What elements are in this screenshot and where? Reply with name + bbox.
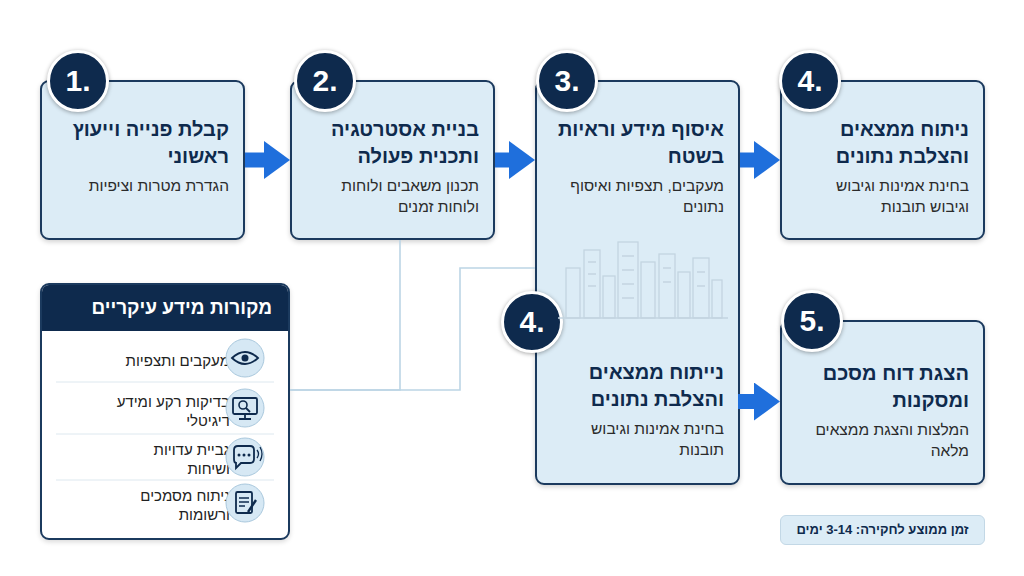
eye-pupil xyxy=(242,355,249,362)
building xyxy=(618,242,638,318)
source-item: גביית עדויות ושיחות xyxy=(112,440,230,478)
step-description: הגדרת מטרות וציפיות xyxy=(58,175,229,196)
step-description: תכנון משאבים ולוחות ולוחות זמנים xyxy=(308,175,479,217)
eye-icon xyxy=(226,339,264,377)
flow-arrow xyxy=(495,153,513,168)
building xyxy=(566,268,580,318)
speech-dot xyxy=(248,454,251,457)
process-box: 4.ניתוח ממצאים והצלבת נתוניםבחינת אמינות… xyxy=(780,80,985,240)
step-title: קבלת פנייה וייעוץ ראשוני xyxy=(58,116,229,170)
process-box: 3.איסוף מידע וראיות בשטחמעקבים, תצפיות ו… xyxy=(535,80,740,485)
speech-bubble xyxy=(234,446,254,468)
building xyxy=(693,258,709,318)
step-title: איסוף מידע וראיות בשטח xyxy=(553,116,724,170)
step-number: 4. xyxy=(501,291,563,353)
monitor-stand xyxy=(239,414,251,419)
eye-shape xyxy=(232,352,258,364)
building xyxy=(678,272,690,318)
flow-arrow xyxy=(740,153,758,168)
building xyxy=(641,262,655,318)
process-box: 5.הצגת דוח מסכם ומסקנותהמלצות והצגת ממצא… xyxy=(780,320,985,485)
sources-box: מקורות מידע עיקריים מעקבים ותצפיות בדיקות … xyxy=(40,283,290,540)
speech-dot xyxy=(243,454,246,457)
step-title: הצגת דוח מסכם ומסקנות xyxy=(798,360,969,414)
monitor-screen xyxy=(233,398,257,414)
duration-note: זמן ממוצע לחקירה: 3-14 ימים xyxy=(780,515,985,545)
flow-arrow xyxy=(738,394,758,409)
document-lines xyxy=(239,498,249,506)
building xyxy=(584,250,600,318)
step-description: בחינת אמינות וגיבוש וגיבוש תובנות xyxy=(798,175,969,217)
source-link xyxy=(290,240,400,390)
magnifier-handle xyxy=(246,408,250,412)
document-icon xyxy=(226,484,264,522)
icon-circle xyxy=(226,484,264,522)
source-item: ניתוח מסמכים ורשומות xyxy=(112,486,230,524)
speech-dot xyxy=(238,454,241,457)
list-dividers xyxy=(56,382,274,480)
building xyxy=(603,276,615,318)
step-description: המלצות והצגת ממצאים מלאה xyxy=(798,419,969,461)
step-description: בחינת אמינות וגיבוש תובנות xyxy=(553,418,724,460)
icon-circle xyxy=(226,438,264,476)
step-title: ניתוח ממצאים והצלבת נתונים xyxy=(798,116,969,170)
step-number: 3. xyxy=(536,50,598,112)
city-skyline xyxy=(558,242,728,318)
building xyxy=(712,280,722,318)
step-description: מעקבים, תצפיות ואיסוף נתונים xyxy=(553,175,724,217)
process-box: 1.קבלת פנייה וייעוץ ראשוניהגדרת מטרות וצ… xyxy=(40,80,245,240)
process-box: 2.בניית אסטרטגיה ותכנית פעולהתכנון משאבי… xyxy=(290,80,495,240)
flow-arrow xyxy=(245,153,268,168)
document-sheet xyxy=(236,492,252,513)
ground-line xyxy=(558,317,728,318)
step-number: 5. xyxy=(781,290,843,352)
pen xyxy=(248,500,256,512)
step-title: בניית אסטרטגיה ותכנית פעולה xyxy=(308,116,479,170)
icon-circle xyxy=(226,339,264,377)
monitor-icon xyxy=(226,389,264,427)
building xyxy=(659,254,675,318)
source-link xyxy=(290,268,535,390)
building-windows xyxy=(588,256,705,298)
step-number: 2. xyxy=(294,50,356,112)
step-title: נייתוח ממצאים והצלבת נתונים xyxy=(553,359,724,413)
sources-heading: מקורות מידע עיקריים xyxy=(42,285,288,331)
speech-icon xyxy=(226,438,264,476)
source-item: בדיקות רקע ומידע דיגיטלי xyxy=(112,392,230,430)
magnifier xyxy=(239,401,247,409)
step-number: 4. xyxy=(779,50,841,112)
divider xyxy=(56,382,274,383)
divider xyxy=(56,480,274,481)
icon-circle xyxy=(226,389,264,427)
step-number: 1. xyxy=(47,50,109,112)
source-item: מעקבים ותצפיות xyxy=(112,351,230,370)
duration-text: זמן ממוצע לחקירה: 3-14 ימים xyxy=(781,516,984,544)
process-section: 4.נייתוח ממצאים והצלבת נתוניםבחינת אמינו… xyxy=(537,305,738,483)
divider xyxy=(56,434,274,435)
sound-waves xyxy=(257,447,262,461)
